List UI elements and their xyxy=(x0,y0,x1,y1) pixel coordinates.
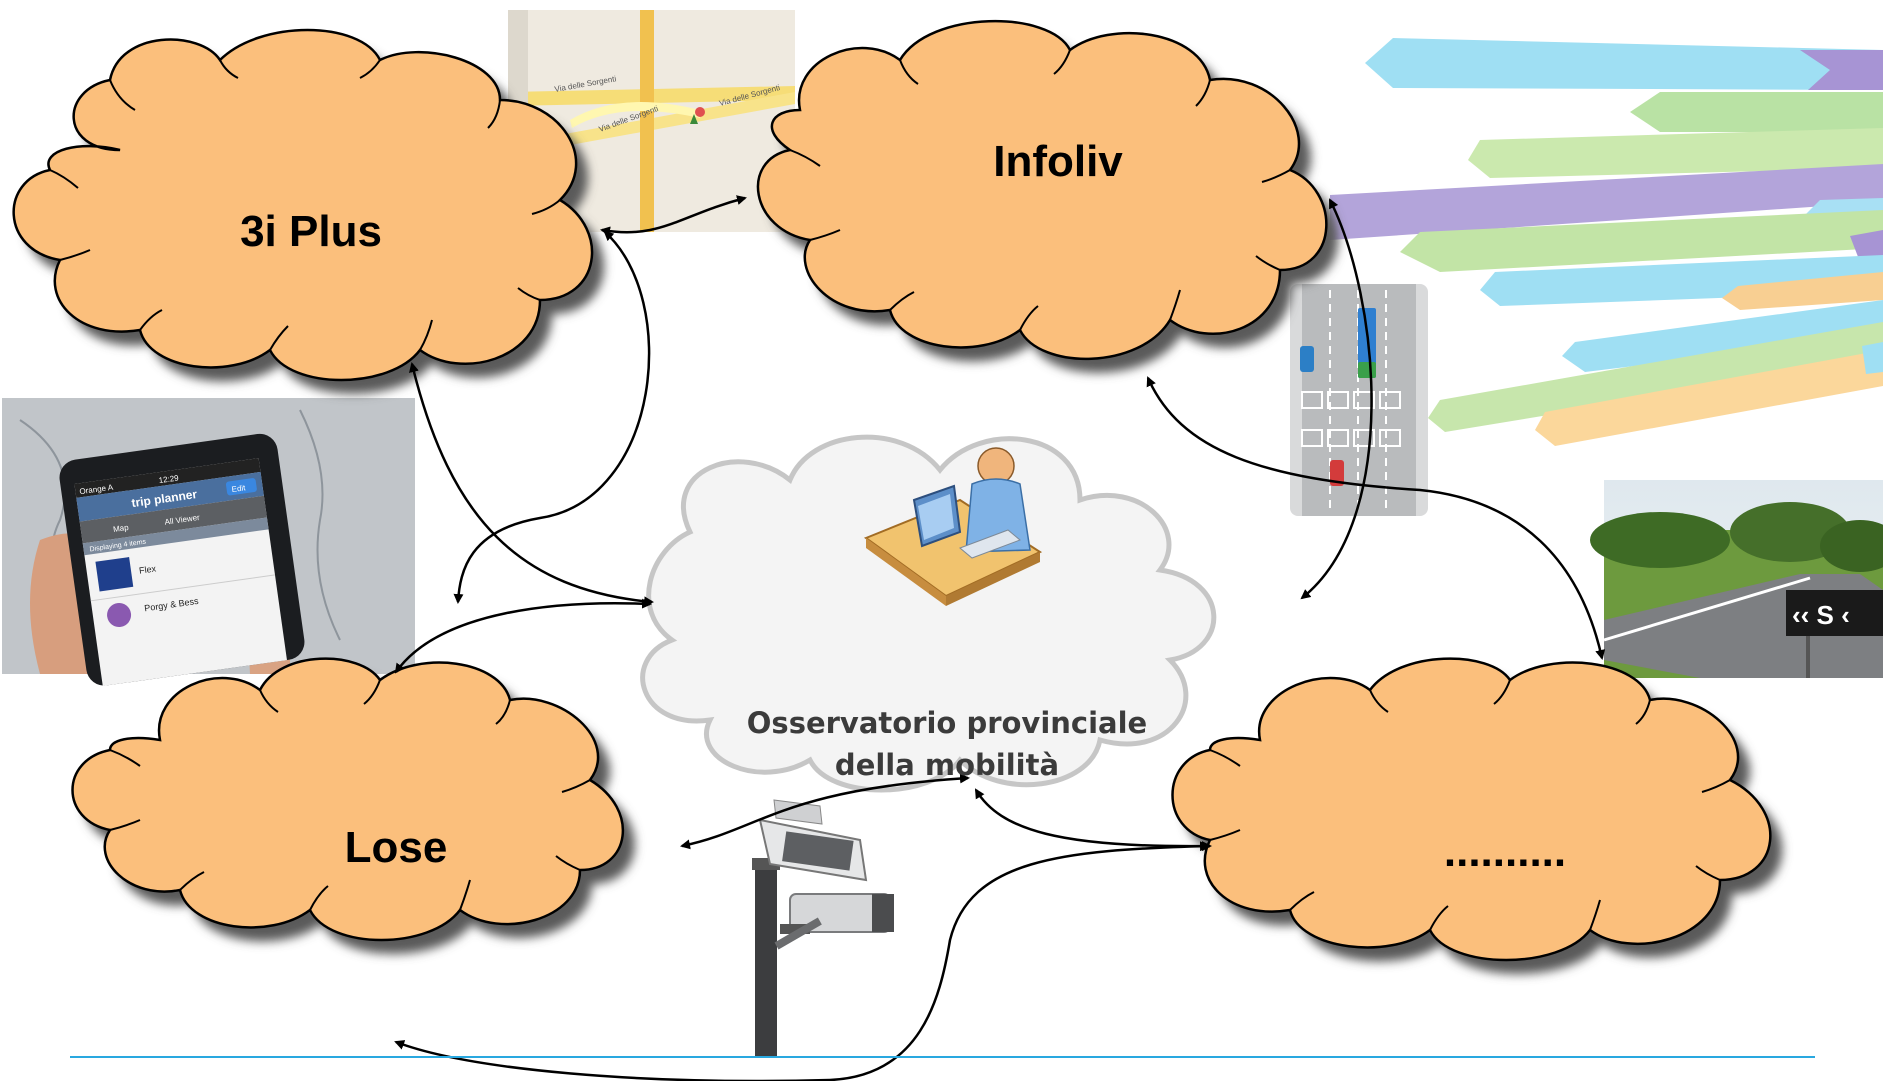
observatory-cloud-shape xyxy=(640,434,1217,793)
phone-edit-button: Edit xyxy=(231,483,247,494)
cloud-label-lose: Lose xyxy=(344,823,448,872)
arrow-lose-more xyxy=(394,841,1210,1081)
phone-map-tab: Map xyxy=(112,523,129,534)
road-photo: ‹‹ S ‹ xyxy=(1590,480,1883,678)
cloud-label-3i-plus: 3i Plus xyxy=(240,207,382,256)
footer-divider xyxy=(70,1056,1815,1058)
ribbon-purple-3 xyxy=(1850,230,1883,262)
cloud-3i-plus xyxy=(12,28,594,382)
arrow-3iplus-infoliv xyxy=(600,195,747,237)
ribbon-purple-2 xyxy=(1330,164,1883,240)
observatory-label-line-1: Osservatorio provinciale xyxy=(746,706,1148,740)
arrow-observatory-lose xyxy=(394,598,652,674)
ribbon-blue-4 xyxy=(1562,300,1883,372)
ribbon-orange-2 xyxy=(1535,350,1883,446)
cloud-label-more: .......... xyxy=(1443,827,1567,876)
ribbon-green-3 xyxy=(1400,210,1883,272)
ribbon-green-1 xyxy=(1630,92,1883,132)
arrow-lose-observatory xyxy=(680,773,970,850)
cloud-label-infoliv: Infoliv xyxy=(993,137,1123,186)
road-diagram-image xyxy=(1290,284,1428,516)
ribbon-orange-1 xyxy=(1722,272,1883,310)
observatory-label: Osservatorio provinciale della mobilità xyxy=(747,702,1147,786)
phone-time: 12:29 xyxy=(158,473,180,485)
observatory-cloud xyxy=(640,434,1217,793)
cloud-infoliv xyxy=(756,19,1328,361)
ribbon-green-2 xyxy=(1468,128,1883,178)
ribbon-blue-5 xyxy=(1862,342,1883,374)
ribbon-purple-1 xyxy=(1800,50,1883,90)
person-at-desk-icon xyxy=(863,447,1043,606)
connector-arrows xyxy=(394,195,1606,1081)
phone-item-1: Flex xyxy=(138,563,157,575)
observatory-label-line-2: della mobilità xyxy=(834,748,1060,782)
ribbon-blue-1 xyxy=(1365,38,1883,90)
svg-text:‹‹ S ‹: ‹‹ S ‹ xyxy=(1792,600,1850,630)
arrow-infoliv-more xyxy=(1146,376,1606,660)
cloud-more xyxy=(1171,657,1772,962)
camera-pole-image xyxy=(752,799,894,1056)
phone-photo: Orange A 12:29 trip planner Edit Map All… xyxy=(2,398,415,686)
arrow-3iplus-observatory xyxy=(409,362,654,607)
